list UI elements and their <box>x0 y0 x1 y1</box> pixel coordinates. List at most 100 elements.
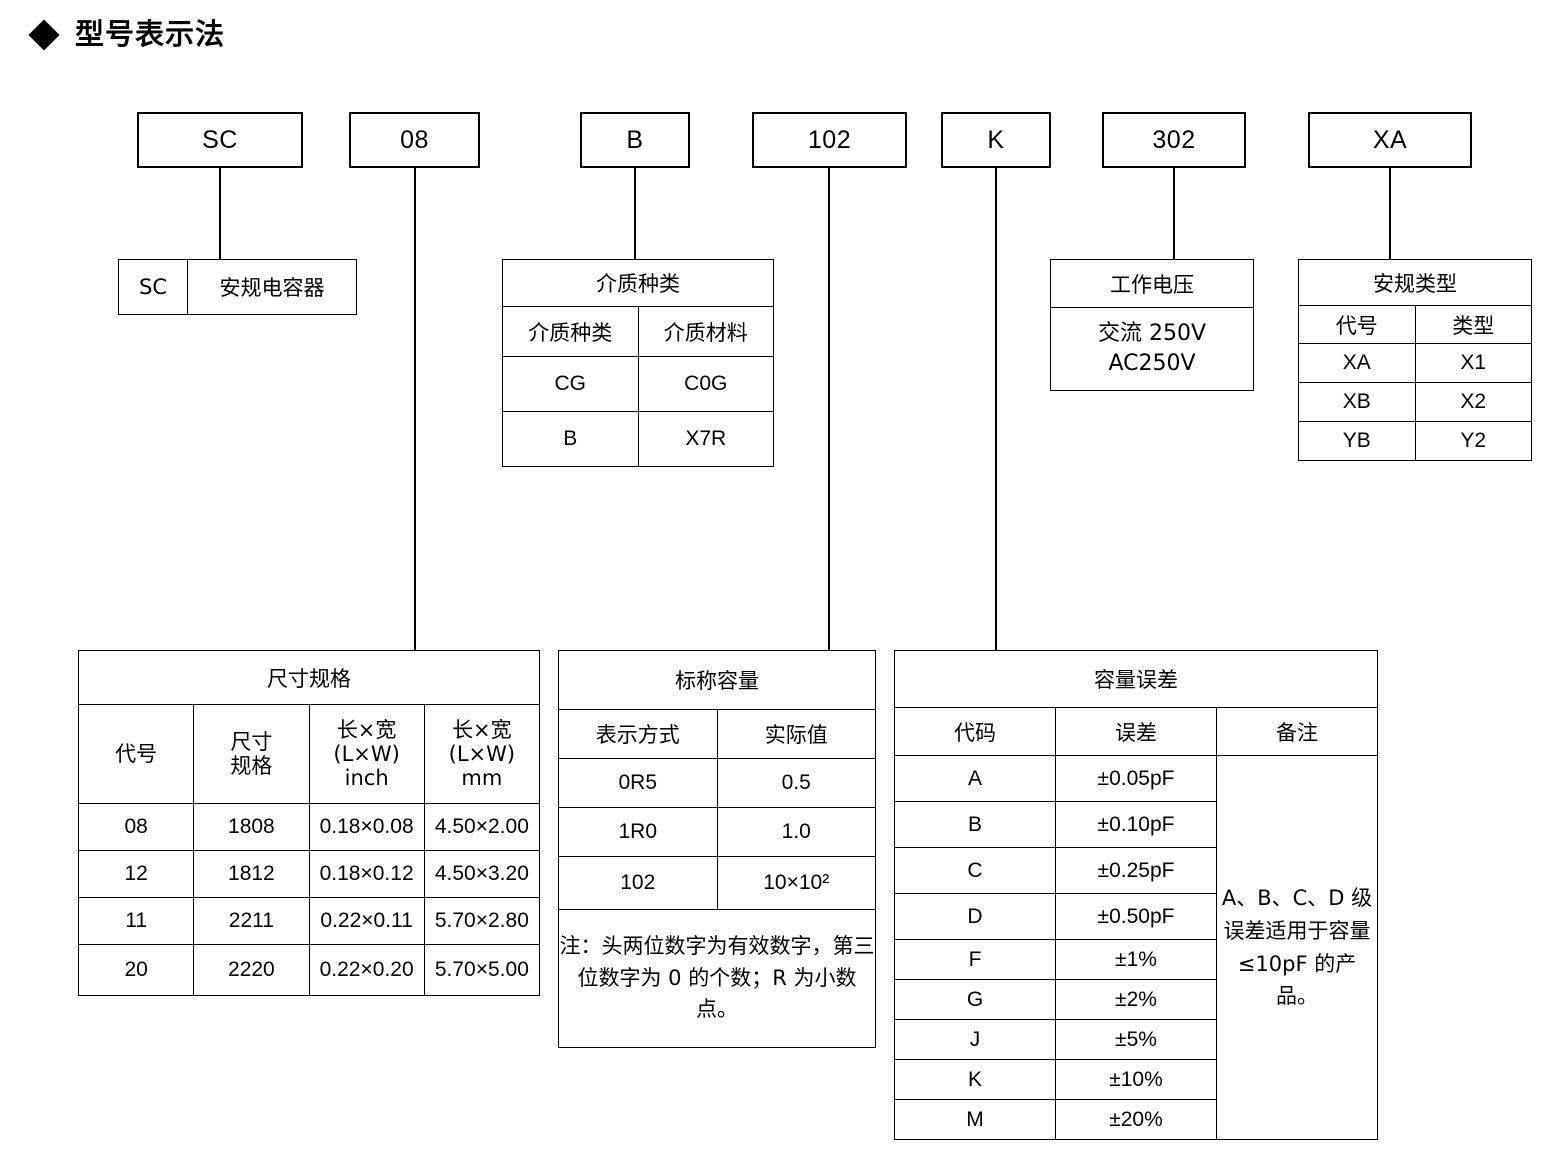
connector-line-capacitance <box>828 168 830 651</box>
table-row: 容量误差 <box>894 650 1378 708</box>
table-row: 工作电压 <box>1050 259 1254 308</box>
table-row: 介质种类 介质材料 <box>502 306 774 357</box>
table-row: 注：头两位数字为有效数字，第三位数字为 0 的个数；R 为小数点。 <box>558 909 876 1048</box>
tolerance-cell-code: G <box>894 979 1056 1020</box>
table-row: XA X1 <box>1298 343 1532 383</box>
table-row: B ±0.10pF <box>894 801 1378 848</box>
code-box-series[interactable]: SC <box>137 112 303 168</box>
capacitance-note: 注：头两位数字为有效数字，第三位数字为 0 的个数；R 为小数点。 <box>558 909 876 1048</box>
capacitance-cell-notation: 102 <box>558 856 718 910</box>
size-header-inch: 长×宽 (L×W) inch <box>308 704 425 804</box>
code-box-voltage[interactable]: 302 <box>1102 112 1246 168</box>
capacitance-table-title: 标称容量 <box>558 650 876 710</box>
size-cell-mm: 5.70×5.00 <box>423 944 541 996</box>
size-header-spec-l1: 尺寸 <box>230 729 273 754</box>
size-table-title: 尺寸规格 <box>78 650 540 705</box>
size-cell-mm: 4.50×2.00 <box>423 803 541 851</box>
table-row: 11 2211 0.22×0.11 5.70×2.80 <box>77 897 541 945</box>
size-cell-inch: 0.18×0.08 <box>308 803 425 851</box>
size-cell-inch: 0.22×0.20 <box>308 944 425 996</box>
connector-line-series <box>219 168 221 260</box>
series-description-cell: 安规电容器 <box>187 259 357 315</box>
table-row: 代号 类型 <box>1298 305 1532 344</box>
tolerance-cell-code: C <box>894 847 1056 894</box>
table-row: 102 10×10² <box>558 856 876 910</box>
table-row: 交流 250V AC250V <box>1050 307 1254 391</box>
voltage-value-cell: 交流 250V AC250V <box>1050 307 1254 391</box>
dielectric-cell-material: X7R <box>637 411 774 467</box>
safety-type-table: 安规类型 代号 类型 XA X1 XB X2 YB Y2 <box>1298 259 1532 461</box>
tolerance-header-code: 代码 <box>894 707 1056 756</box>
capacitance-cell-notation: 0R5 <box>558 758 718 808</box>
safety-cell-code: XA <box>1298 343 1416 383</box>
voltage-value-line1: 交流 250V <box>1097 321 1207 347</box>
tolerance-cell-value: ±0.50pF <box>1055 893 1217 940</box>
size-header-mm: 长×宽 (L×W) mm <box>423 704 541 804</box>
size-header-spec: 尺寸 规格 <box>193 704 310 804</box>
tolerance-cell-code: A <box>894 755 1056 802</box>
code-box-size[interactable]: 08 <box>349 112 480 168</box>
voltage-table: 工作电压 交流 250V AC250V <box>1050 259 1254 391</box>
dielectric-table-title: 介质种类 <box>502 259 774 307</box>
size-cell-code: 11 <box>77 897 195 945</box>
tolerance-cell-value: ±1% <box>1055 939 1217 980</box>
dielectric-header-type: 介质种类 <box>502 306 639 357</box>
tolerance-cell-value: ±0.10pF <box>1055 801 1217 848</box>
diamond-bullet-icon <box>28 18 60 51</box>
tolerance-remark: A、B、C、D 级误差适用于容量≤10pF 的产品。 <box>1216 755 1378 1140</box>
voltage-value-line2: AC250V <box>1108 351 1196 376</box>
capacitance-cell-actual: 10×10² <box>716 856 876 910</box>
capacitance-cell-actual: 1.0 <box>716 807 876 857</box>
dielectric-cell-material: C0G <box>637 356 774 412</box>
size-cell-spec: 1808 <box>193 803 310 851</box>
capacitance-header-notation: 表示方式 <box>558 709 718 759</box>
code-box-tolerance[interactable]: K <box>941 112 1051 168</box>
voltage-table-title: 工作电压 <box>1050 259 1254 308</box>
code-box-capacitance[interactable]: 102 <box>752 112 907 168</box>
size-header-code-l1: 代号 <box>115 741 158 766</box>
safety-cell-type: X1 <box>1414 343 1532 383</box>
series-code-cell: SC <box>118 259 188 315</box>
dielectric-header-material: 介质材料 <box>637 306 774 357</box>
tolerance-cell-value: ±0.05pF <box>1055 755 1217 802</box>
size-header-code: 代号 <box>77 704 195 804</box>
table-row: 12 1812 0.18×0.12 4.50×3.20 <box>77 850 541 898</box>
tolerance-cell-code: F <box>894 939 1056 980</box>
table-row: 代码 误差 备注 <box>894 707 1378 756</box>
table-row: F ±1% <box>894 939 1378 980</box>
tolerance-cell-value: ±10% <box>1055 1059 1217 1100</box>
table-row: A ±0.05pF A、B、C、D 级误差适用于容量≤10pF 的产品。 <box>894 755 1378 1140</box>
table-row: XB X2 <box>1298 382 1532 422</box>
tolerance-cell-code: B <box>894 801 1056 848</box>
table-row: C ±0.25pF <box>894 847 1378 894</box>
connector-line-safety-type <box>1389 168 1391 260</box>
safety-cell-type: Y2 <box>1414 421 1532 461</box>
size-header-inch-l3: inch <box>344 766 389 791</box>
size-spec-table: 尺寸规格 代号 尺寸 规格 长×宽 (L×W) inch 长×宽 (L×W) m… <box>77 650 541 996</box>
table-row: SC 安规电容器 <box>118 259 357 315</box>
capacitance-cell-notation: 1R0 <box>558 807 718 857</box>
capacitance-cell-actual: 0.5 <box>716 758 876 808</box>
safety-header-code: 代号 <box>1298 305 1416 344</box>
table-row: 08 1808 0.18×0.08 4.50×2.00 <box>77 803 541 851</box>
size-cell-code: 08 <box>77 803 195 851</box>
table-row: YB Y2 <box>1298 421 1532 461</box>
size-cell-spec: 2220 <box>193 944 310 996</box>
tolerance-cell-value: ±2% <box>1055 979 1217 1020</box>
code-box-dielectric[interactable]: B <box>580 112 690 168</box>
table-row: 0R5 0.5 <box>558 758 876 808</box>
table-row: 1R0 1.0 <box>558 807 876 857</box>
table-row: 安规类型 <box>1298 259 1532 306</box>
connector-line-dielectric <box>634 168 636 260</box>
table-row: 尺寸规格 <box>78 650 540 705</box>
code-box-safety-type[interactable]: XA <box>1308 112 1472 168</box>
size-cell-inch: 0.22×0.11 <box>308 897 425 945</box>
table-row: 代号 尺寸 规格 长×宽 (L×W) inch 长×宽 (L×W) mm <box>77 704 541 804</box>
size-cell-mm: 5.70×2.80 <box>423 897 541 945</box>
size-cell-inch: 0.18×0.12 <box>308 850 425 898</box>
table-row: B X7R <box>502 411 774 467</box>
tolerance-cell-value: ±0.25pF <box>1055 847 1217 894</box>
size-header-inch-l1: 长×宽 <box>336 717 397 742</box>
table-row: 标称容量 <box>558 650 876 710</box>
safety-cell-code: YB <box>1298 421 1416 461</box>
